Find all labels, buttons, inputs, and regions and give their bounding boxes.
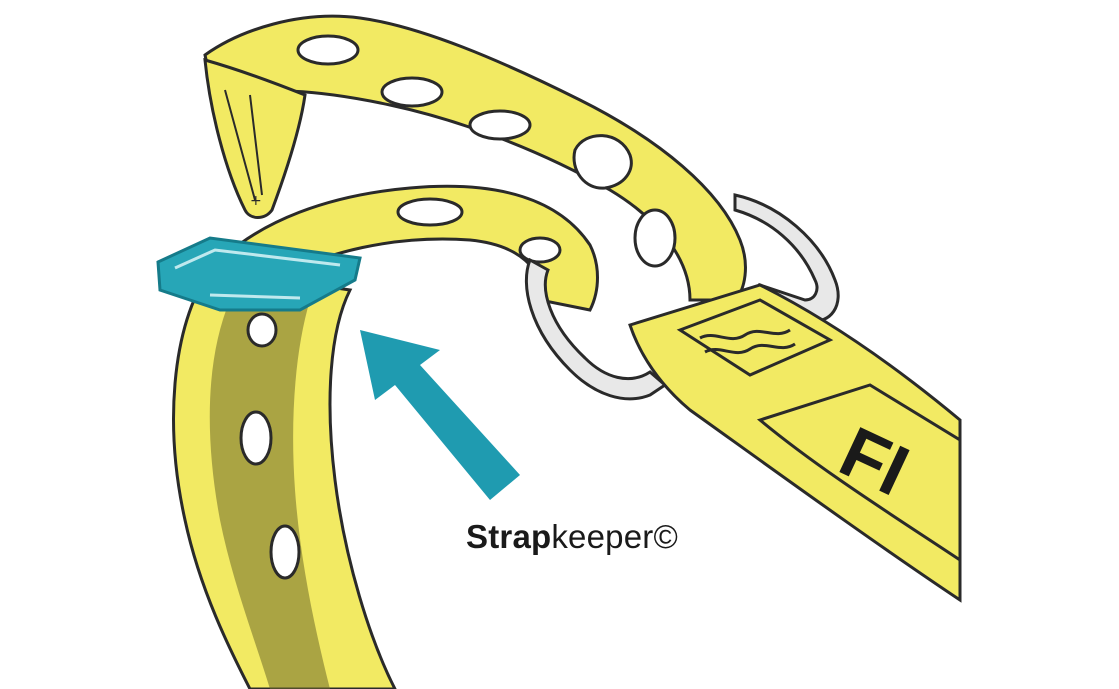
strap-hole [269,524,301,580]
strap-hole [296,34,360,66]
plus-icon: + [250,193,262,209]
strap-stud [572,134,633,190]
strap-hole [468,109,532,141]
strapkeeper-icon [156,236,362,312]
strap-hole [633,208,677,268]
buckle-lower [524,257,668,401]
strap-hole [518,236,562,264]
strapkeeper-highlight [174,248,341,300]
strapkeeper-label: Strapkeeper© [466,520,678,553]
strap-label-panel [676,298,834,377]
strap-middle-band [212,184,599,312]
strap-tip-ridge [224,89,263,201]
strap-hole [239,410,273,466]
arrow-icon [360,330,520,500]
strap-hole [396,197,464,227]
strap-hole [380,76,444,108]
strap-top-band [203,14,747,302]
strap-print-panel [756,383,962,563]
strap-lower-inner [209,300,330,689]
strap-label-wave [699,328,796,355]
label-bold: Strap [466,518,552,555]
label-regular: keeper© [551,518,678,555]
strap-hole [246,312,278,348]
